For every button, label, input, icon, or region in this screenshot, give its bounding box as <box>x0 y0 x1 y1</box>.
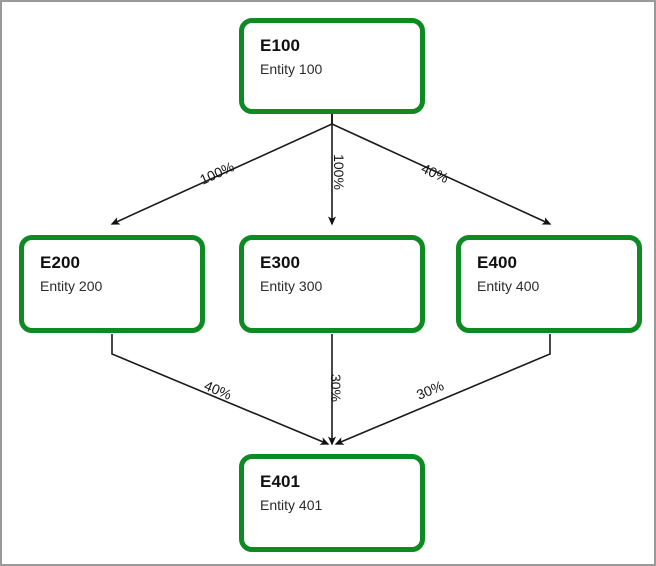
edge-e100-e400 <box>331 114 552 225</box>
edge-e400-e401 <box>334 334 551 445</box>
edge-label-e300-e401: 30% <box>328 373 345 403</box>
node-title: E401 <box>260 472 301 491</box>
node-subtitle: Entity 200 <box>40 278 103 294</box>
node-title: E400 <box>477 253 518 272</box>
node-e200[interactable]: E200 Entity 200 <box>19 235 205 333</box>
node-e401[interactable]: E401 Entity 401 <box>239 454 425 552</box>
edge-label-e100-e300: 100% <box>330 154 347 190</box>
node-e100[interactable]: E100 Entity 100 <box>239 18 425 114</box>
edge-e200-e401 <box>111 334 330 445</box>
node-e400[interactable]: E400 Entity 400 <box>456 235 642 333</box>
node-subtitle: Entity 300 <box>260 278 323 294</box>
node-subtitle: Entity 401 <box>260 497 323 513</box>
node-title: E300 <box>260 253 301 272</box>
node-subtitle: Entity 100 <box>260 61 323 77</box>
node-title: E100 <box>260 36 301 55</box>
node-subtitle: Entity 400 <box>477 278 540 294</box>
node-e300[interactable]: E300 Entity 300 <box>239 235 425 333</box>
node-title: E200 <box>40 253 81 272</box>
